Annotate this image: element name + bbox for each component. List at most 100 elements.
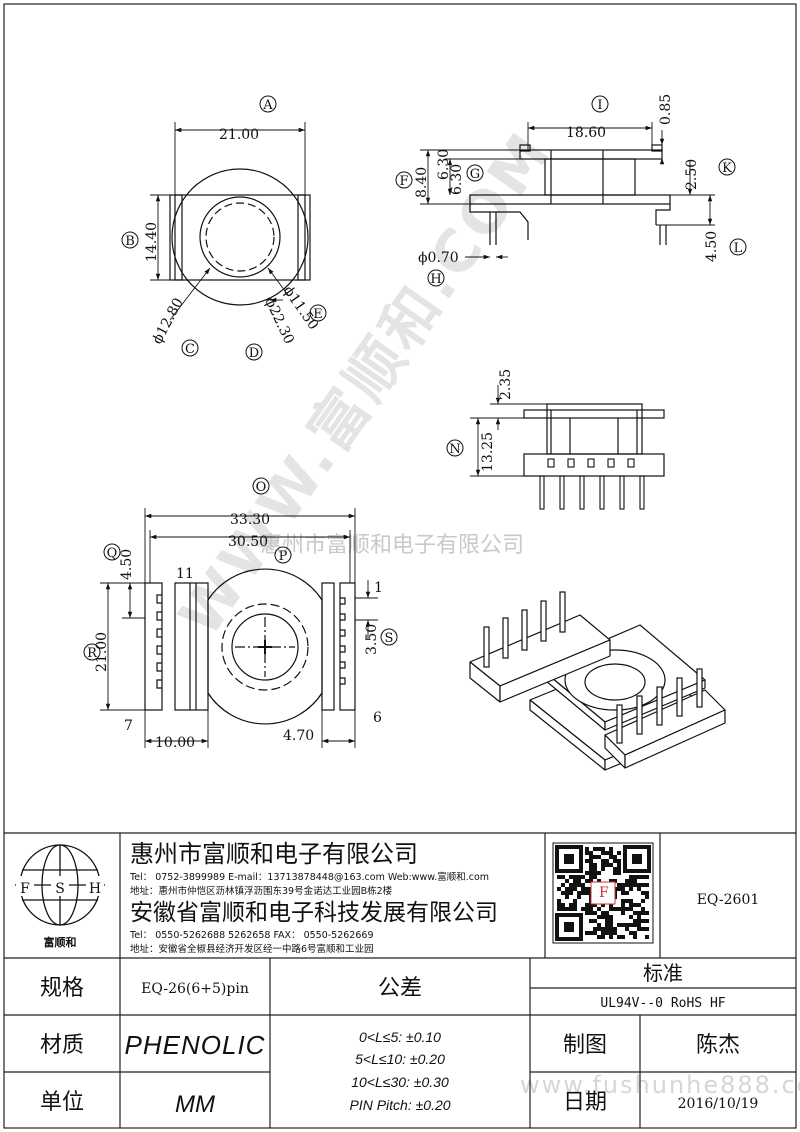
tolerance-line-1: 0<L≤5: ±0.10 bbox=[359, 1029, 441, 1045]
svg-text:C: C bbox=[185, 342, 195, 357]
dim-f-value: 8.40 bbox=[414, 167, 430, 198]
unit-value: MM bbox=[175, 1091, 215, 1118]
label-s: S bbox=[380, 628, 398, 646]
title-block-lines bbox=[4, 832, 796, 1128]
label-q: Q bbox=[103, 543, 121, 561]
qr-code: F bbox=[552, 842, 654, 944]
label-c: C bbox=[181, 339, 199, 357]
label-n: N bbox=[446, 439, 464, 457]
side-view-right-base bbox=[655, 204, 671, 225]
svg-text:A: A bbox=[262, 98, 273, 113]
unit-label: 单位 bbox=[40, 1090, 84, 1115]
dim-o-value: 33.30 bbox=[230, 512, 270, 528]
front-view-top-bar bbox=[523, 409, 665, 419]
front-view bbox=[523, 403, 665, 477]
pin-label-6: 6 bbox=[373, 710, 382, 726]
company2-address: 地址：安徽省全椒县经济开发区经一中路6号富顺和工业园 bbox=[130, 943, 374, 955]
iso-core-bore bbox=[584, 663, 646, 701]
svg-text:O: O bbox=[256, 480, 267, 495]
label-d: D bbox=[245, 343, 263, 361]
tolerance-line-3: 10<L≤30: ±0.30 bbox=[351, 1074, 449, 1090]
iso-pins bbox=[483, 591, 703, 744]
dim-b-value: 14.40 bbox=[144, 222, 160, 262]
dim-c-value: ϕ12.80 bbox=[149, 296, 186, 347]
top-view bbox=[169, 168, 311, 306]
date-value: 2016/10/19 bbox=[678, 1096, 759, 1112]
dim-h-value: ϕ0.70 bbox=[418, 250, 459, 266]
outer-circle bbox=[171, 168, 309, 306]
dim-w10-value: 10.00 bbox=[155, 735, 195, 751]
label-h: H bbox=[427, 269, 445, 287]
svg-text:Q: Q bbox=[107, 546, 118, 561]
inner-circle-b bbox=[205, 202, 275, 272]
isometric-view bbox=[469, 614, 726, 771]
front-view-dims bbox=[470, 385, 547, 477]
material-value: PHENOLIC bbox=[125, 1030, 266, 1060]
bottom-view-core-outline bbox=[207, 568, 323, 725]
dim-a-value: 21.00 bbox=[219, 127, 259, 143]
label-a: A bbox=[259, 95, 277, 113]
material-label: 材质 bbox=[40, 1033, 84, 1058]
watermark-url: www.fushunhe888.com bbox=[520, 1071, 800, 1099]
drawn-value: 陈杰 bbox=[696, 1033, 740, 1058]
dim-g-value: 6.30 bbox=[436, 149, 452, 180]
label-p: P bbox=[274, 546, 292, 564]
label-b: B bbox=[121, 231, 139, 249]
drawn-label: 制图 bbox=[563, 1033, 607, 1058]
svg-text:N: N bbox=[449, 442, 460, 457]
dim-n1-value: 2.35 bbox=[498, 369, 514, 400]
company2-name: 安徽省富顺和电子科技发展有限公司 bbox=[130, 900, 498, 926]
front-view-body bbox=[546, 403, 643, 455]
qr-center-logo: F bbox=[599, 885, 609, 901]
dim-k-value: 2.50 bbox=[684, 159, 700, 190]
label-k: K bbox=[718, 158, 736, 176]
dim-r-value: 21.00 bbox=[94, 632, 110, 672]
top-view-body bbox=[174, 194, 306, 281]
svg-text:B: B bbox=[125, 234, 135, 249]
logo-letter-f: F bbox=[20, 881, 30, 897]
dim-i-value: 18.60 bbox=[566, 125, 606, 141]
label-l: L bbox=[729, 238, 747, 256]
spec-label: 规格 bbox=[40, 976, 84, 1001]
pin-label-1: 1 bbox=[374, 580, 383, 596]
sheet-border bbox=[3, 3, 797, 1129]
side-view-dims bbox=[420, 122, 715, 260]
label-o: O bbox=[252, 477, 270, 495]
svg-text:S: S bbox=[385, 631, 394, 646]
pin-label-7: 7 bbox=[124, 718, 133, 734]
date-label: 日期 bbox=[563, 1090, 607, 1115]
label-r: R bbox=[83, 643, 101, 661]
company2-tel: Tel： 0550-5262688 5262658 FAX： 0550-5262… bbox=[129, 930, 374, 941]
logo-name: 富顺和 bbox=[44, 935, 77, 949]
side-view bbox=[469, 144, 671, 245]
label-g: G bbox=[466, 164, 484, 182]
dim-g2-value: 6.30 bbox=[449, 164, 465, 195]
svg-text:F: F bbox=[399, 174, 408, 189]
pin-label-11: 11 bbox=[176, 566, 194, 582]
svg-text:H: H bbox=[430, 272, 441, 287]
bottom-view-bore-inner bbox=[231, 613, 299, 681]
dim-l-value: 4.50 bbox=[704, 231, 720, 262]
tolerance-label: 公差 bbox=[378, 976, 422, 1001]
dim-j-value: 0.85 bbox=[658, 94, 674, 125]
spec-value: EQ-26(6+5)pin bbox=[141, 981, 249, 997]
bottom-view-dims bbox=[100, 508, 378, 748]
dim-w47-value: 4.70 bbox=[283, 728, 314, 744]
side-view-bottom-flange bbox=[469, 194, 671, 205]
front-view-pins bbox=[539, 458, 645, 510]
label-f: F bbox=[395, 171, 413, 189]
dim-s-value: 3.50 bbox=[364, 624, 380, 655]
tolerance-line-4: PIN Pitch: ±0.20 bbox=[349, 1097, 450, 1113]
svg-text:P: P bbox=[279, 549, 288, 564]
dim-q-value: 4.50 bbox=[119, 549, 135, 580]
svg-text:D: D bbox=[249, 346, 259, 361]
top-view-right-flange bbox=[297, 194, 311, 281]
svg-text:G: G bbox=[470, 167, 480, 182]
svg-text:E: E bbox=[313, 307, 323, 322]
part-number: EQ-2601 bbox=[697, 892, 760, 908]
company1-name: 惠州市富顺和电子有限公司 bbox=[130, 840, 418, 868]
inner-circle-a bbox=[199, 196, 281, 278]
front-view-base bbox=[523, 453, 665, 477]
dim-p-value: 30.50 bbox=[228, 534, 268, 550]
